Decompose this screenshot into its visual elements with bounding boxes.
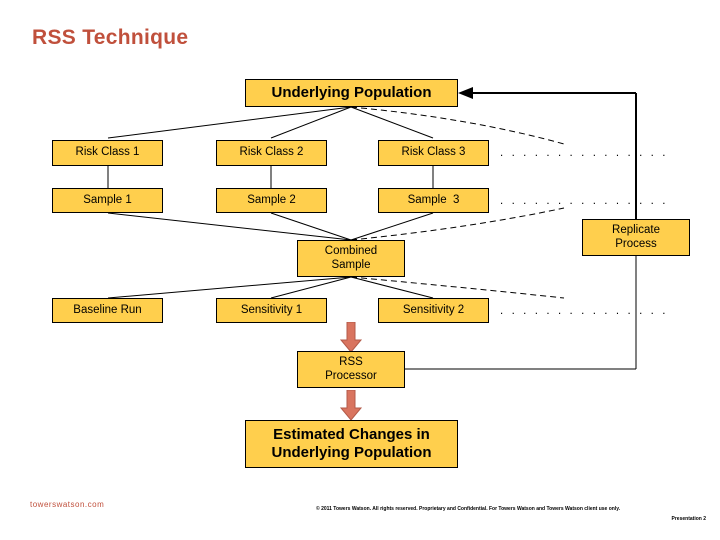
- node-sensitivity-2[interactable]: Sensitivity 2: [378, 298, 489, 323]
- node-rss-processor[interactable]: RSS Processor: [297, 351, 405, 388]
- footer-website-url[interactable]: towerswatson.com: [30, 500, 105, 509]
- node-sensitivity-1[interactable]: Sensitivity 1: [216, 298, 327, 323]
- node-combined-sample[interactable]: Combined Sample: [297, 240, 405, 277]
- page-title: RSS Technique: [32, 26, 189, 49]
- node-risk-class-3[interactable]: Risk Class 3: [378, 140, 489, 166]
- ellipsis-samples: . . . . . . . . . . . . . . .: [500, 195, 669, 207]
- node-sample-2[interactable]: Sample 2: [216, 188, 327, 213]
- node-risk-class-2[interactable]: Risk Class 2: [216, 140, 327, 166]
- node-estimated-changes[interactable]: Estimated Changes in Underlying Populati…: [245, 420, 458, 468]
- ellipsis-sensitivities: . . . . . . . . . . . . . . .: [500, 305, 669, 317]
- down-arrow-to-estimated-changes: [339, 390, 363, 420]
- node-sample-3[interactable]: Sample 3: [378, 188, 489, 213]
- node-underlying-population[interactable]: Underlying Population: [245, 79, 458, 107]
- node-baseline-run[interactable]: Baseline Run: [52, 298, 163, 323]
- node-risk-class-1[interactable]: Risk Class 1: [52, 140, 163, 166]
- footer-page-note: Presentation 2: [671, 516, 706, 522]
- node-sample-1[interactable]: Sample 1: [52, 188, 163, 213]
- footer-copyright: © 2011 Towers Watson. All rights reserve…: [316, 506, 621, 512]
- ellipsis-risk-classes: . . . . . . . . . . . . . . .: [500, 147, 669, 159]
- down-arrow-to-rss-processor: [339, 322, 363, 352]
- node-replicate-process[interactable]: Replicate Process: [582, 219, 690, 256]
